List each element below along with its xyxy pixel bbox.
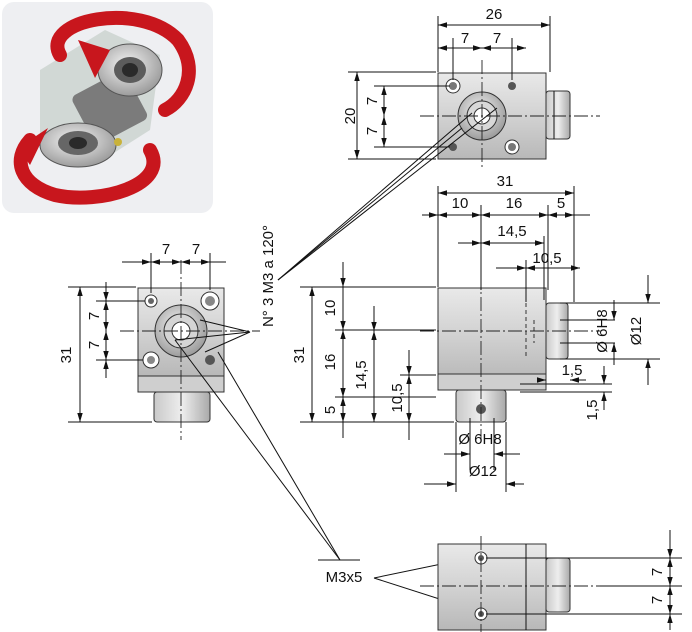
dim-side-bottom-bore: Ø 6H8 <box>458 431 501 448</box>
dim-side-h-mid: 16 <box>322 354 339 371</box>
thumbnail-joint-body <box>39 43 163 168</box>
dim-side-h-axis: 14,5 <box>353 360 370 389</box>
rotation-arrowhead-upper <box>78 40 110 78</box>
dim-front-right: 7 <box>192 241 200 258</box>
dim-front-left: 7 <box>162 241 170 258</box>
dim-side-h-shaft: 10,5 <box>389 383 406 412</box>
dim-side-bottom-outer: Ø12 <box>469 463 497 480</box>
dim-side-bore-right: Ø12 <box>628 317 645 345</box>
thumbnail-render <box>2 2 213 213</box>
dim-bottom-lower: 7 <box>649 596 666 604</box>
dim-side-seg2: 16 <box>506 195 523 212</box>
dim-side-height: 31 <box>291 347 308 364</box>
rotation-arrow-upper <box>50 10 196 117</box>
dim-side-seg5: 10,5 <box>532 250 561 267</box>
dim-top-height: 20 <box>342 108 359 125</box>
dim-top-half-left: 7 <box>461 30 469 47</box>
dim-side-step2: 1,5 <box>584 400 601 421</box>
dim-side-length: 31 <box>497 173 514 190</box>
dim-front-upper: 7 <box>86 312 103 320</box>
front-view: 7 7 31 7 7 <box>58 241 260 440</box>
hole-note: N° 3 M3 a 120° <box>174 107 498 353</box>
note-holes-m3: N° 3 M3 a 120° <box>260 225 277 327</box>
dim-front-lower: 7 <box>86 341 103 349</box>
dim-top-upper: 7 <box>364 97 381 105</box>
dim-side-seg1: 10 <box>452 195 469 212</box>
top-view: 26 7 7 20 7 7 <box>342 6 600 170</box>
dim-side-h-bot: 5 <box>322 406 339 414</box>
dim-top-lower: 7 <box>364 127 381 135</box>
dim-side-seg3: 5 <box>557 195 565 212</box>
dim-bottom-upper: 7 <box>649 568 666 576</box>
side-view: 31 10 16 5 14,5 10,5 Ø 6H8 Ø12 1, <box>291 173 660 492</box>
dim-side-step: 1,5 <box>562 362 583 379</box>
dim-side-seg4: 14,5 <box>497 223 526 240</box>
dim-top-width: 26 <box>486 6 503 23</box>
dim-side-bore-left: Ø 6H8 <box>594 309 611 352</box>
note-thread-m3x5: M3x5 <box>326 569 363 586</box>
dim-front-height: 31 <box>58 347 75 364</box>
dim-top-half-right: 7 <box>493 30 501 47</box>
rotation-arrowhead-lower <box>18 128 48 165</box>
dim-side-h-top: 10 <box>322 300 339 317</box>
bottom-view: 7 7 <box>420 530 682 632</box>
rotation-arrow-lower <box>13 133 161 205</box>
